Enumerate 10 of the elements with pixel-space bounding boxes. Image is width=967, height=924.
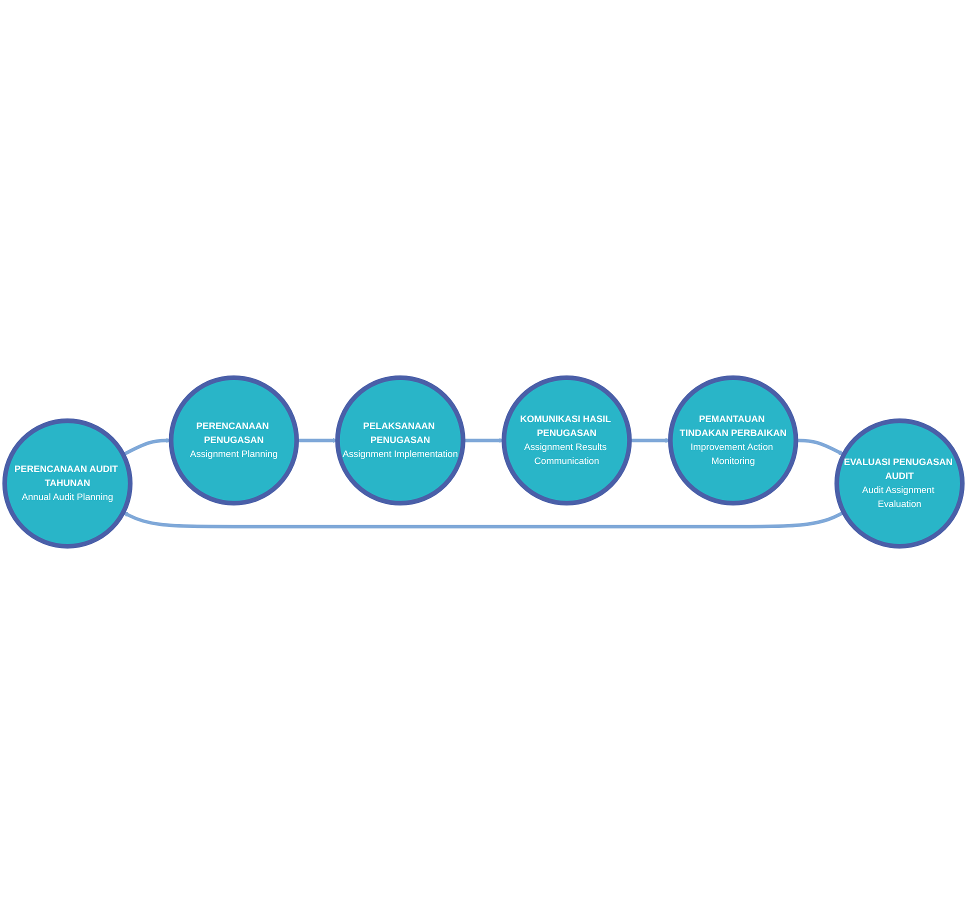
node-circle: PEMANTAUAN TINDAKAN PERBAIKAN Improvement Action Monitoring xyxy=(668,375,798,506)
node-circle: PERENCANAAN AUDIT TAHUNAN Annual Audit Planning xyxy=(2,418,133,549)
arrow xyxy=(796,438,844,456)
arrow xyxy=(122,510,845,528)
node-circle: EVALUASI PENUGASAN AUDIT Audit Assignment Evaluation xyxy=(834,418,965,549)
node-circle: PELAKSANAAN PENUGASAN Assignment Implementation xyxy=(335,375,466,506)
node-circle: PERENCANAAN PENUGASAN Assignment Planning xyxy=(168,375,299,506)
arrow xyxy=(629,438,671,444)
arrow xyxy=(296,438,338,444)
node-circle: KOMUNIKASI HASIL PENUGASAN Assignment Results Communication xyxy=(502,375,632,506)
